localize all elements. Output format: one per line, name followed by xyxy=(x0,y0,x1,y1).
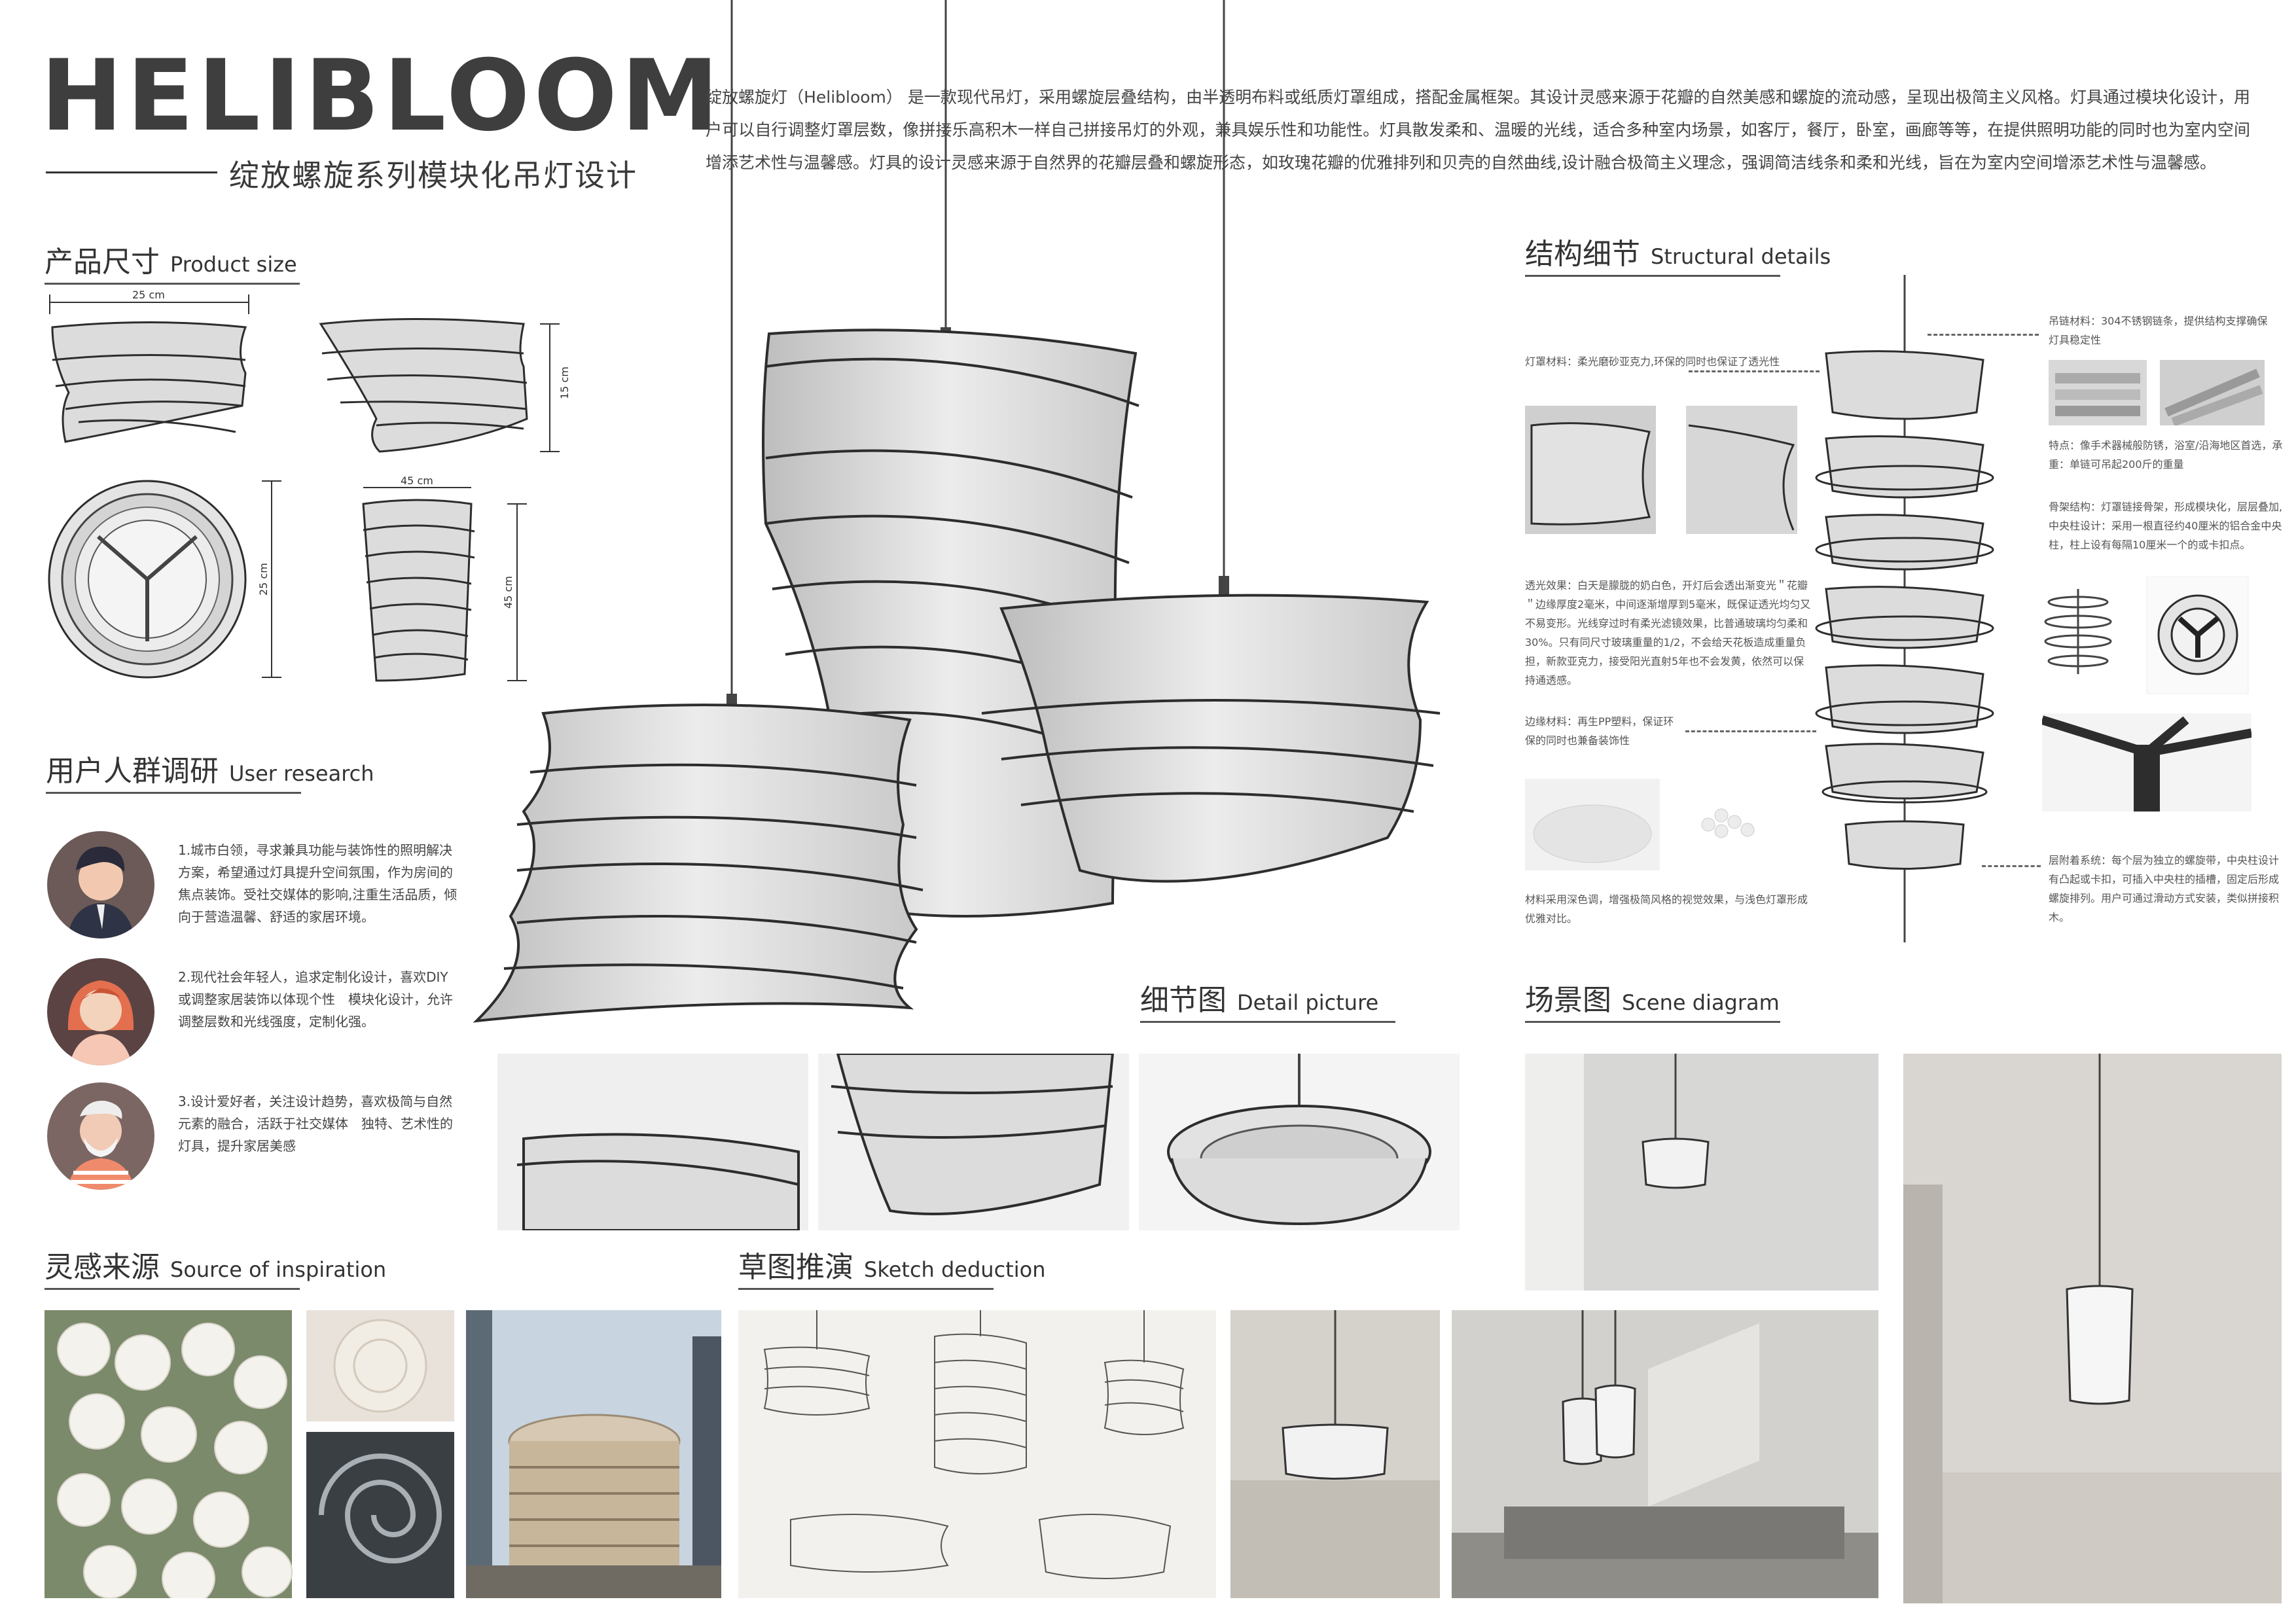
section-inspiration: 灵感来源 Source of inspiration xyxy=(45,1243,386,1290)
top-view-lamp xyxy=(48,480,281,679)
layer-system-text: 层附着系统：每个层为独立的螺旋带，中央柱设计有凸起或卡扣，可插入中央柱的插槽，固… xyxy=(2049,854,2280,923)
section-title-en: User research xyxy=(229,761,374,786)
section-title-cn: 产品尺寸 xyxy=(45,245,160,279)
skeleton-text: 骨架结构：灯罩链接骨架，形成模块化，层层叠加,中央柱设计：采用一根直径约40厘米… xyxy=(2049,501,2283,551)
section-scene: 场景图 Scene diagram xyxy=(1525,976,1780,1023)
section-structure: 结构细节 Structural details xyxy=(1525,230,1831,277)
scene-photo-living-room xyxy=(1452,1310,1878,1598)
section-underline xyxy=(45,283,300,285)
exploded-lamp-view xyxy=(1815,275,1994,942)
steel-tube-photos xyxy=(2049,360,2265,425)
section-title-en: Detail picture xyxy=(1237,990,1379,1015)
section-detail: 细节图 Detail picture xyxy=(1140,976,1395,1023)
section-title-en: Product size xyxy=(170,252,297,277)
front-width-label: 25 cm xyxy=(132,289,165,301)
title-divider xyxy=(46,171,217,173)
detail-pictures xyxy=(497,1054,1460,1230)
section-underline xyxy=(1525,1021,1780,1023)
user-2-text: 2.现代社会年轻人，追求定制化设计，喜欢DIY或调整家居装饰以体现个性 模块化设… xyxy=(178,969,453,1029)
section-title-cn: 草图推演 xyxy=(738,1251,853,1284)
section-title-en: Source of inspiration xyxy=(170,1257,387,1282)
section-underline xyxy=(1525,275,1780,277)
section-underline xyxy=(1140,1021,1395,1023)
side-view-lamp xyxy=(319,318,560,453)
edge-material-text: 边缘材料：再生PP塑料，保证环保的同时也兼备装饰性 xyxy=(1525,715,1674,747)
light-effect-text: 透光效果：白天是朦胧的奶白色，开灯后会透出渐变光＂花瓣＂边缘厚度2毫米，中间逐渐… xyxy=(1525,579,1811,687)
shade-closeup-photo xyxy=(1686,406,1797,534)
section-title-en: Structural details xyxy=(1651,244,1831,269)
hero-lamp-right xyxy=(981,576,1441,883)
section-title-cn: 用户人群调研 xyxy=(46,755,219,788)
man-avatar-icon xyxy=(47,831,154,938)
shade-material-text: 灯罩材料：柔光磨砂亚克力,环保的同时也保证了透光性 xyxy=(1525,355,1780,368)
section-sketch: 草图推演 Sketch deduction xyxy=(738,1243,1045,1290)
skeleton-diagrams xyxy=(2044,576,2249,694)
scene-photo-pendant xyxy=(1230,1310,1440,1598)
section-underline xyxy=(46,792,301,794)
central-column-photo xyxy=(2042,713,2251,812)
chain-material-text: 吊链材料：304不锈钢链条，提供结构支撑确保灯具稳定性 xyxy=(2049,315,2268,346)
hero-lamp-render xyxy=(473,0,1441,1023)
bearded-man-avatar-icon xyxy=(47,1082,154,1190)
section-title-cn: 结构细节 xyxy=(1525,238,1640,271)
leader-line xyxy=(1689,370,1820,372)
user-1-text: 1.城市白领，寻求兼具功能与装饰性的照明解决方案，希望通过灯具提升空间氛围，作为… xyxy=(178,842,457,925)
section-title-cn: 细节图 xyxy=(1140,984,1227,1017)
section-title-cn: 灵感来源 xyxy=(45,1251,160,1284)
section-underline xyxy=(45,1288,300,1290)
woman-avatar-icon xyxy=(47,958,154,1065)
section-underline xyxy=(738,1288,994,1290)
leader-line xyxy=(1928,334,2039,336)
top-diameter-label: 25 cm xyxy=(257,563,270,596)
subtitle: 绽放螺旋系列模块化吊灯设计 xyxy=(229,158,637,193)
pp-granules-photos xyxy=(1525,779,1787,870)
section-title-en: Sketch deduction xyxy=(864,1257,1046,1282)
tall-height-label: 45 cm xyxy=(502,576,514,609)
section-product-size: 产品尺寸 Product size xyxy=(45,238,300,285)
side-height-label: 15 cm xyxy=(558,366,571,399)
main-title: HELIBLOOM xyxy=(41,39,723,153)
chain-feature-text: 特点：像手术器械般防锈，浴室/沿海地区首选，承重：单链可吊起200斤的重量 xyxy=(2049,439,2283,471)
section-title-en: Scene diagram xyxy=(1622,990,1780,1015)
scene-photo-wall xyxy=(1525,1054,1878,1291)
section-title-cn: 场景图 xyxy=(1525,984,1611,1017)
hero-lamp-left xyxy=(473,694,924,1023)
section-user-research: 用户人群调研 User research xyxy=(46,747,374,794)
front-view-lamp xyxy=(49,294,249,443)
shade-closeups xyxy=(1525,406,1797,534)
color-note-text: 材料采用深色调，增强极简风格的视觉效果，与浅色灯罩形成优雅对比。 xyxy=(1525,893,1808,925)
leader-line xyxy=(1685,730,1816,732)
leader-line xyxy=(1982,865,2041,867)
intro-paragraph: 绽放螺旋灯（Helibloom） 是一款现代吊灯，采用螺旋层叠结构，由半透明布料… xyxy=(706,88,2250,172)
sketch-image xyxy=(738,1310,1216,1598)
user-3-text: 3.设计爱好者，关注设计趋势，喜欢极简与自然元素的融合，活跃于社交媒体 独特、艺… xyxy=(178,1094,453,1154)
dimension-drawings: 25 cm 15 cm 25 cm 45 cm 45 cm xyxy=(48,289,571,682)
scene-photo-kitchen xyxy=(1903,1054,2282,1603)
inspiration-photos xyxy=(45,1310,721,1598)
tall-view-lamp xyxy=(362,487,527,682)
tall-width-label: 45 cm xyxy=(401,474,433,487)
